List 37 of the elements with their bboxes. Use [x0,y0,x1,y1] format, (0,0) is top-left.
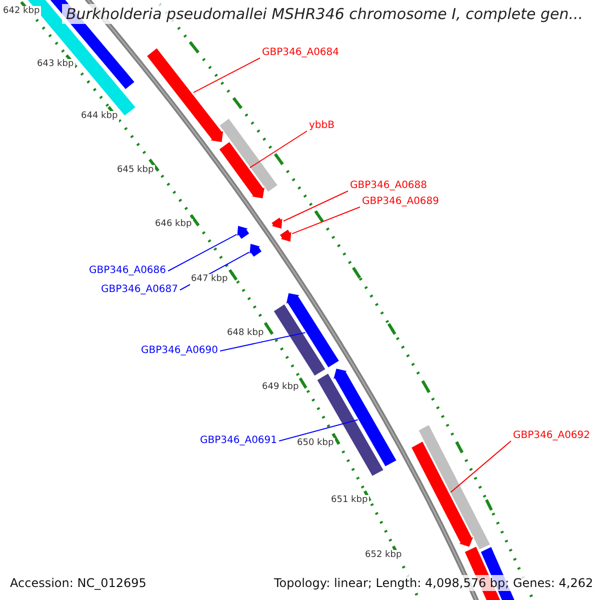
scale-label: 651 kbp [330,495,369,506]
gene-feature [279,228,292,242]
gene-feature [248,243,262,258]
scale-label: 643 kbp [36,59,75,70]
scale-label: 647 kbp [190,274,229,285]
gene-feature [146,47,224,143]
gene-label: GBP346_A0690 [141,345,218,357]
gene-label: GBP346_A0684 [262,47,340,59]
gene-feature [332,368,398,468]
scale-label: 649 kbp [261,382,300,393]
leader-line [192,58,260,94]
gene-label: GBP346_A0692 [513,430,590,442]
scale-label: 644 kbp [80,111,119,122]
gene-label: GBP346_A0691 [200,435,278,447]
leader-line [278,419,358,442]
scale-label: 648 kbp [226,328,265,339]
gene-label: GBP346_A0687 [101,284,178,296]
gene-label: GBP346_A0689 [362,196,440,208]
gene-label: GBP346_A0686 [89,265,166,277]
scale-label: 650 kbp [296,438,335,449]
leader-line [168,234,238,272]
gene-feature [285,292,340,368]
scale-label: 652 kbp [364,550,403,561]
scale-label: 646 kbp [154,219,193,230]
gene-feature [236,225,250,240]
scale-label: 645 kbp [116,165,155,176]
scale-label: 642 kbp [2,6,41,17]
leader-line [283,190,348,222]
gene-feature [218,141,266,200]
accession-text: Accession: NC_012695 [8,575,148,592]
gene-label: ybbB [309,120,334,132]
gene-label: GBP346_A0688 [350,180,428,192]
leader-line [220,332,306,352]
gene-feature [270,216,283,230]
leader-line [249,130,308,168]
leader-line [292,206,360,234]
gene-feature [410,440,474,548]
